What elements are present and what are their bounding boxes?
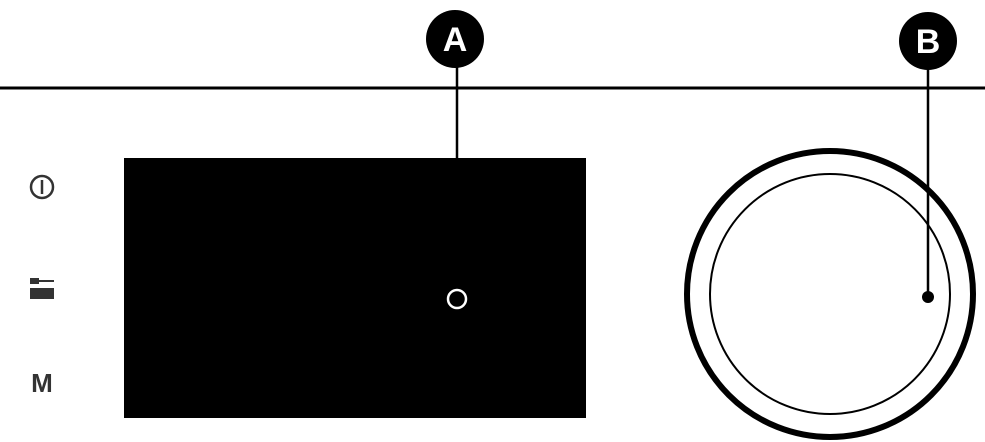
power-icon [29,174,55,200]
control-knob[interactable] [684,148,976,440]
display-screen [124,158,586,418]
callout-a: A [426,10,484,310]
mode-button-label: M [31,368,53,398]
knob-inner-ring [709,173,951,415]
callout-b-target [922,291,934,303]
power-button[interactable] [29,174,55,200]
mode-button[interactable]: M [31,368,53,398]
tray-icon [30,278,54,299]
callout-a-target [446,288,468,310]
callout-b-label: B [916,23,941,61]
callout-a-label: A [443,21,468,59]
callout-b-badge [899,12,957,70]
callout-a-badge [426,10,484,68]
tray-button[interactable] [30,278,54,299]
knob-outer-ring [684,148,976,440]
callout-b: B [899,12,957,303]
